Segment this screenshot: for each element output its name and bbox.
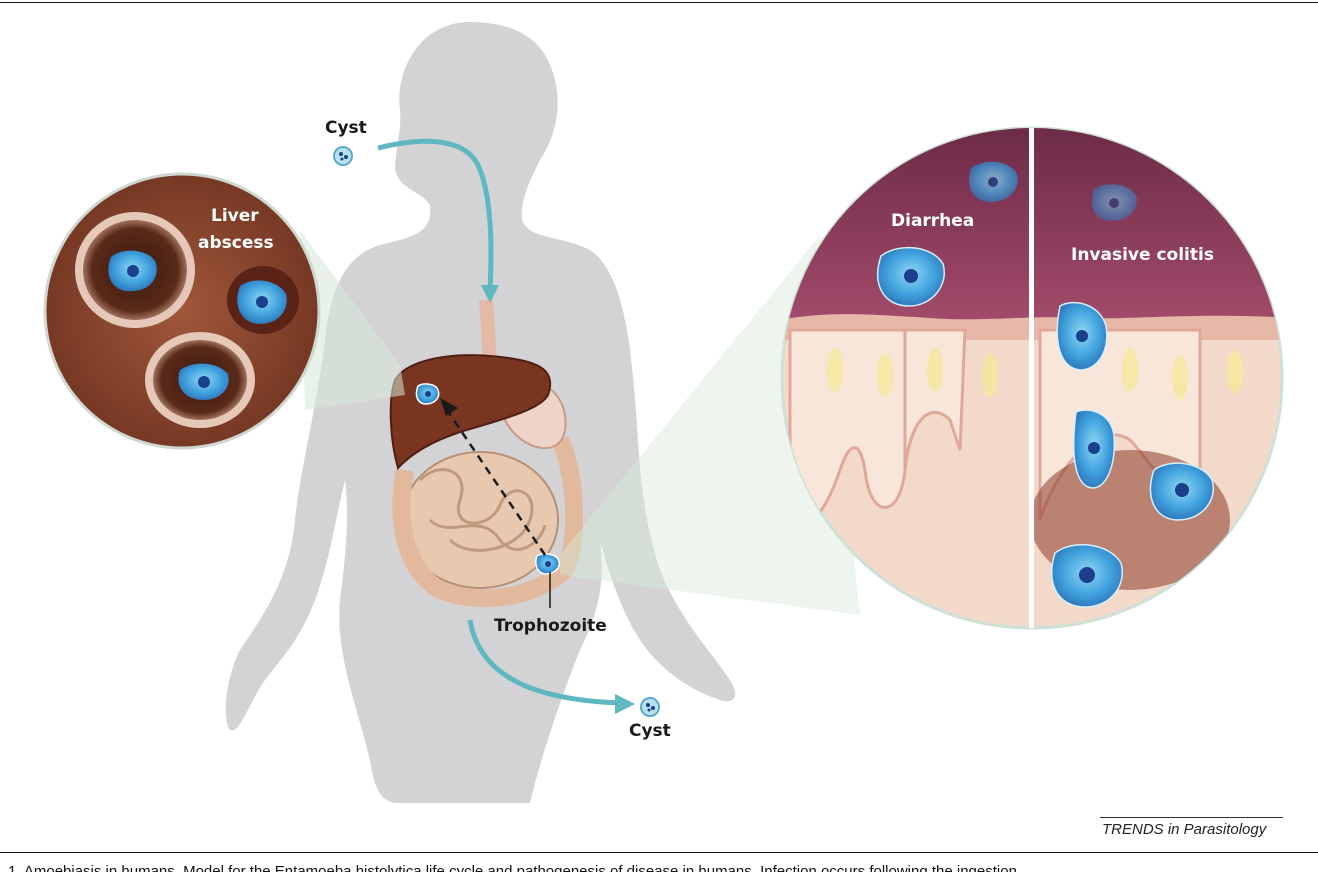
credit-rule (1100, 817, 1283, 818)
caption-rule (0, 852, 1318, 853)
liver-abscess-label-line1: Liver (211, 206, 259, 226)
figure-caption: 1. Amoebiasis in humans. Model for the E… (8, 863, 1017, 872)
journal-credit: TRENDS in Parasitology (1102, 821, 1267, 838)
trophozoite-label: Trophozoite (494, 616, 607, 636)
excretion-arrow (467, 619, 621, 706)
diarrhea-label: Diarrhea (891, 211, 975, 231)
intestines (392, 435, 584, 608)
invasive-colitis-label: Invasive colitis (1071, 245, 1214, 265)
cyst-bottom-label: Cyst (629, 721, 671, 741)
liver (389, 354, 552, 470)
ingestion-arrow (377, 138, 494, 291)
liver-trophozoite (415, 383, 440, 405)
cyst-bottom (640, 697, 660, 717)
dissemination-arrow (445, 409, 547, 556)
liver-abscess-label-line2: abscess (198, 233, 274, 253)
liver-zoom-cone (300, 230, 405, 410)
colon-zoom-cone (560, 235, 860, 615)
cyst-top-label: Cyst (325, 118, 367, 138)
colon-trophozoite (535, 553, 561, 575)
colon-inset (780, 126, 1284, 630)
top-rule (0, 2, 1318, 3)
liver-abscess-inset (43, 172, 321, 450)
cyst-top (333, 146, 353, 166)
